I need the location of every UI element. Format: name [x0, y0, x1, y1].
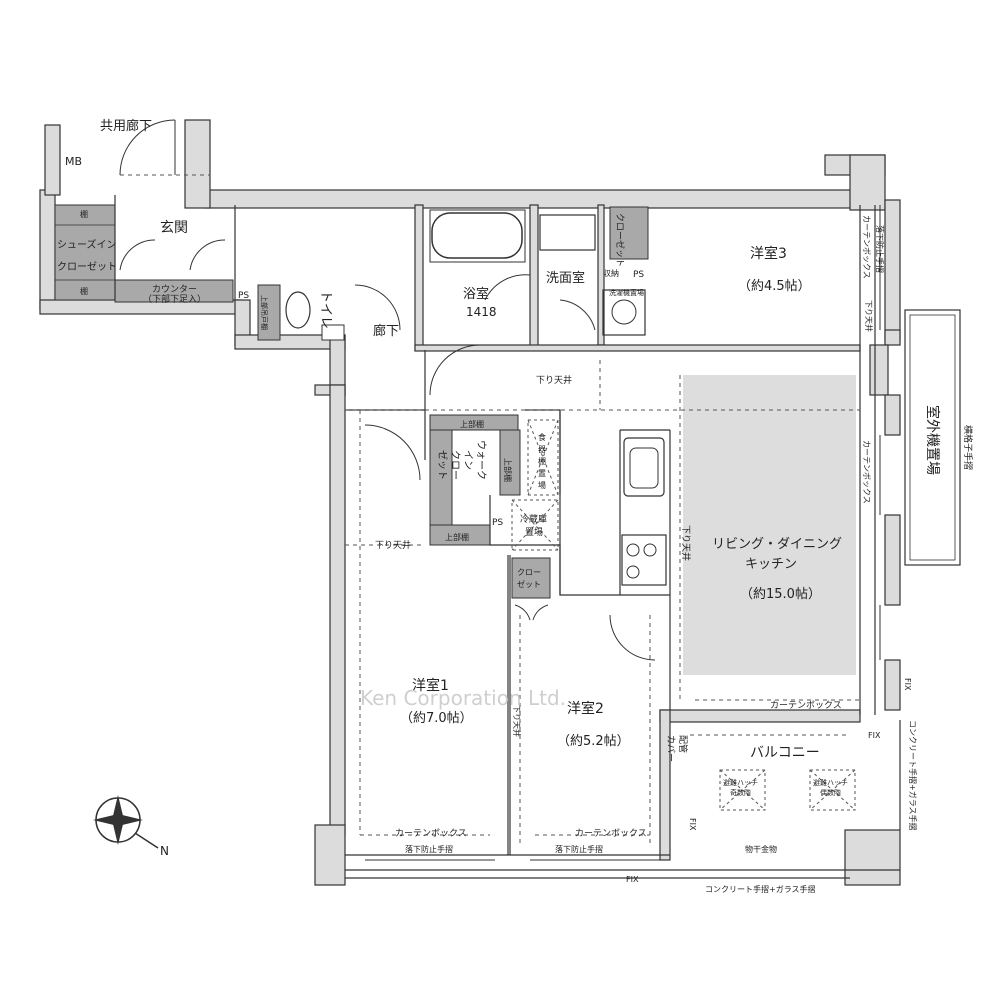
label-closet-wash: クローゼット: [614, 213, 626, 267]
label-balcony: バルコニー: [750, 745, 820, 761]
compass: [93, 795, 159, 849]
label-closet-small-1: クロー: [517, 568, 541, 577]
label-ldk-size: （約15.0帖）: [740, 587, 821, 602]
label-mb: MB: [65, 155, 82, 168]
label-drying: 物干金物: [745, 844, 777, 854]
label-room3-curtain: カーテンボックス: [862, 215, 871, 279]
kitchen-sink: [623, 437, 665, 497]
label-wic-1: ウォーク: [475, 440, 487, 480]
label-concrete-rail-bottom: コンクリート手摺+ガラス手摺: [705, 884, 816, 894]
label-concrete-rail-right: コンクリート手摺+ガラス手摺: [908, 720, 918, 831]
label-shelf-1: 棚: [80, 209, 88, 219]
thin-walls: [114, 195, 901, 879]
label-shelf-2: 棚: [80, 286, 88, 296]
label-upper-shelf-3: 上部棚: [445, 532, 469, 542]
label-fall-rail-2: 落下防止手摺: [555, 844, 603, 854]
label-hatch1-1: 避難ハッチ: [723, 778, 758, 787]
label-pipe-cover-1: 配管: [677, 735, 689, 753]
windows: [365, 205, 881, 861]
label-toilet: トイレ: [318, 290, 333, 329]
label-ps-1: PS: [238, 291, 249, 301]
label-upper-shelf-1: 上部棚: [460, 419, 484, 429]
label-shoe-closet-1: シューズイン: [57, 238, 117, 251]
label-lattice-rail: 横格子手摺: [962, 425, 974, 470]
label-fix-3: FIX: [868, 731, 881, 740]
label-lowered-ceiling-c: 下り天井: [680, 525, 692, 561]
watermark: Ken Corporation Ltd.: [360, 686, 566, 710]
label-room3: 洋室3: [750, 245, 787, 262]
label-pipe-cover-2: カバー: [665, 735, 676, 762]
label-outdoor-unit: 室外機置場: [924, 405, 941, 475]
label-fix-2: FIX: [688, 818, 697, 831]
evacuation-hatches: [719, 769, 856, 811]
ldk-shaded-area: [683, 375, 856, 675]
label-north: N: [160, 844, 169, 858]
label-lowered-ceiling-b: 下り天井: [375, 539, 411, 551]
stove: [621, 534, 667, 586]
walls: [39, 119, 901, 886]
label-pantry-5: 場: [538, 480, 546, 490]
label-room3-ceiling: 下り天井: [864, 300, 874, 332]
label-fall-rail-1: 落下防止手摺: [405, 844, 453, 854]
label-common-corridor: 共用廊下: [100, 118, 152, 134]
label-bathroom: 浴室: [463, 286, 489, 302]
label-bath-size: 1418: [466, 305, 497, 319]
label-upper-shelf-2: 上部棚: [503, 458, 513, 482]
label-ps-2: PS: [633, 270, 644, 280]
label-curtain-box-1: カーテンボックス: [395, 828, 467, 839]
label-washer: 洗濯機置場: [609, 288, 644, 297]
label-fridge-2: 置場: [525, 526, 543, 538]
label-room1: 洋室1: [412, 677, 449, 694]
label-lowered-ceiling-a: 下り天井: [536, 374, 572, 386]
label-hatch1-2: 奇数階: [730, 788, 751, 797]
label-counter-1: カウンター: [152, 284, 197, 295]
label-lowered-ceiling-d: 下り天井: [512, 705, 522, 737]
label-pantry-2: 器: [538, 445, 546, 454]
label-pantry-3: 棚: [538, 456, 546, 466]
label-room2-size: （約5.2帖）: [557, 734, 630, 749]
label-pantry-4: 置: [538, 469, 546, 478]
toilet-bowl: [285, 291, 311, 329]
label-fix-4: FIX: [903, 678, 912, 691]
label-ldk-2: キッチン: [745, 557, 797, 572]
label-wic-4: ゼット: [436, 450, 448, 480]
label-room2: 洋室2: [567, 700, 604, 717]
pantry-space: [527, 419, 559, 496]
label-ps-3: PS: [492, 518, 503, 528]
storage-areas: [54, 204, 649, 599]
label-entrance: 玄関: [160, 219, 188, 236]
label-room3-size: （約4.5帖）: [738, 279, 811, 294]
label-curtain-box-right: カーテンボックス: [862, 440, 871, 504]
label-counter-2: （下部下足入）: [143, 293, 206, 305]
label-room1-size: （約7.0帖）: [400, 711, 473, 726]
label-sink-shelf: 収納: [603, 268, 619, 278]
label-hatch2-1: 避難ハッチ: [813, 778, 848, 787]
label-curtain-box-2: カーテンボックス: [575, 828, 647, 839]
label-closet-small-2: ゼット: [517, 579, 541, 589]
label-ldk-1: リビング・ダイニング: [712, 537, 842, 552]
label-wic-3: クロー: [449, 450, 461, 480]
label-washroom: 洗面室: [546, 270, 585, 286]
label-fix-1: FIX: [626, 875, 639, 884]
bathtub: [431, 212, 523, 259]
label-wic-2: イン: [462, 450, 473, 470]
fridge-space: [511, 499, 559, 551]
label-toilet-storage: 上部吊戸棚: [260, 295, 269, 330]
label-hatch2-2: 偶数階: [820, 788, 841, 797]
label-hallway: 廊下: [373, 323, 399, 339]
label-shoe-closet-2: クローゼット: [57, 261, 117, 273]
ceiling-lines: [120, 174, 860, 845]
label-room3-rail: 落下防止手摺: [875, 225, 885, 273]
washer-area: [602, 289, 646, 336]
label-fridge-1: 冷蔵庫: [520, 513, 547, 525]
washbasin: [539, 214, 596, 251]
label-pantry-1: 食: [538, 432, 546, 442]
label-curtain-box-ldk: カーテンボックス: [770, 700, 842, 711]
door-swings: [119, 119, 656, 661]
outdoor-unit-area: [904, 309, 961, 566]
